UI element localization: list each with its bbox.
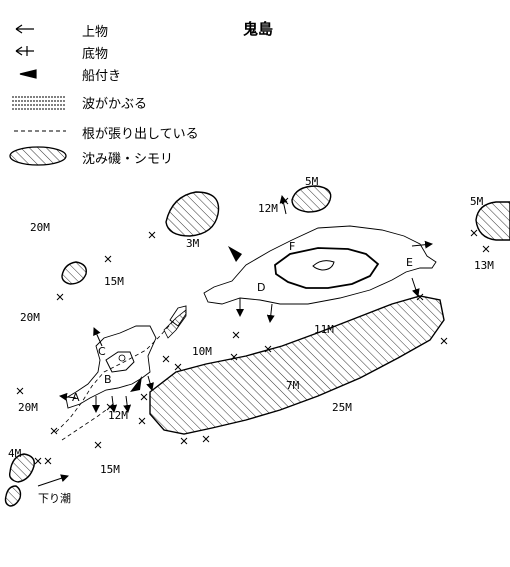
point-label-a: A [72, 391, 80, 404]
depth-label: 25M [332, 401, 352, 414]
point-label-c: C [98, 345, 106, 358]
root-dashed-line [55, 317, 177, 433]
main-island-outline [203, 225, 437, 305]
root-dashed-line-2 [61, 403, 115, 441]
legend-label-root: 根が張り出している [82, 126, 199, 142]
depth-label: 15M [100, 463, 120, 476]
map-title: 鬼島 [243, 20, 274, 38]
submerged-rock-east [475, 201, 510, 241]
submerged-rock-4m [8, 453, 35, 483]
depth-label: 20M [30, 221, 50, 234]
legend-label-wave-cover: 波がかぶる [82, 96, 148, 112]
point-label-d: D [257, 281, 266, 294]
legend-label-submerged: 沈み磯・シモリ [82, 151, 174, 167]
depth-label: 11M [314, 323, 334, 336]
depth-label: 20M [18, 401, 38, 414]
west-island-outline [65, 325, 157, 409]
arrow-left-cross-icon [15, 46, 34, 56]
west-island-contour [105, 351, 135, 373]
fishing-arrows [37, 195, 433, 487]
tide-label: 下り潮 [38, 492, 71, 505]
boat-landing-wedge-2 [130, 376, 142, 392]
depth-label: 13M [474, 259, 494, 272]
point-label-b: B [104, 373, 112, 386]
depth-label: 5M [470, 195, 484, 208]
wave-pattern-icon [12, 96, 66, 110]
depth-label: 15M [104, 275, 124, 288]
large-submerged-reef [149, 295, 445, 435]
depth-label: 7M [286, 379, 300, 392]
submerged-rock-5m [291, 185, 332, 213]
depth-label: 12M [108, 409, 128, 422]
boat-landing-wedge [228, 246, 242, 262]
submerged-rock-sw [4, 485, 22, 507]
legend-symbols [9, 24, 67, 166]
depth-label: 20M [20, 311, 40, 324]
legend-label-top-fish: 上物 [82, 24, 109, 40]
point-label-e: E [406, 256, 413, 269]
arrow-left-icon [15, 24, 34, 34]
depth-label: 4M [8, 447, 22, 460]
depth-label: 10M [192, 345, 212, 358]
legend-label-bottom-fish: 底物 [82, 46, 109, 62]
submerged-rock-spit [163, 309, 187, 339]
legend-label-boat-landing: 船付き [82, 68, 122, 84]
main-island-contour [274, 247, 380, 289]
summit-contour [312, 260, 335, 271]
depth-label: 3M [186, 237, 200, 250]
submerged-rock-3m [165, 191, 220, 237]
depth-label: 5M [305, 175, 319, 188]
wedge-icon [19, 69, 37, 79]
submerged-rock-west [61, 261, 87, 285]
hatched-ellipse-icon [9, 146, 67, 166]
depth-label: 12M [258, 202, 278, 215]
point-label-f: F [289, 240, 296, 253]
